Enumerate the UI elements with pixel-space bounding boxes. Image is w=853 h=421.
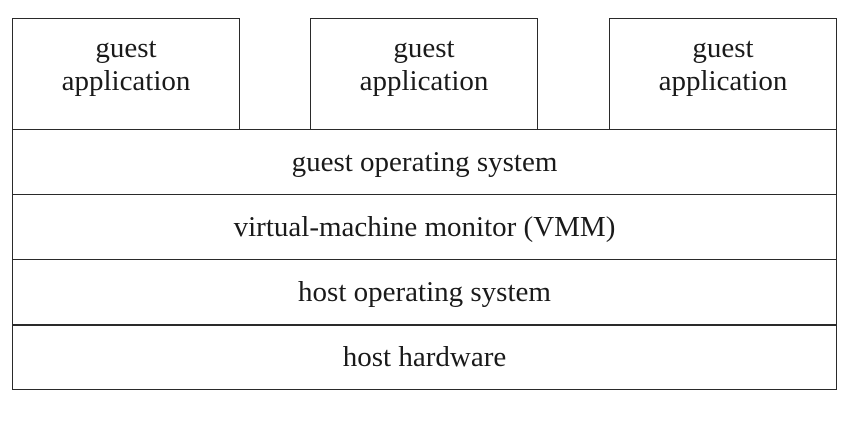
guest-application-label-line1: guest [95, 32, 157, 64]
host-hardware-label: host hardware [342, 341, 507, 373]
guest-operating-system-layer: guest operating system [12, 129, 837, 195]
vmm-label: virtual-machine monitor (VMM) [233, 210, 616, 243]
host-hardware-layer: host hardware [12, 324, 837, 390]
guest-application-label: guest application [62, 32, 191, 98]
guest-operating-system-label: guest operating system [291, 145, 558, 178]
guest-application-label: guest application [659, 32, 788, 98]
host-operating-system-label: host operating system [298, 275, 551, 308]
guest-application-box-3: guest application [609, 18, 837, 130]
guest-application-label-line2: application [61, 65, 191, 97]
guest-application-label-line1: guest [692, 32, 754, 64]
guest-application-label-line2: application [359, 65, 489, 97]
guest-application-label-line2: application [658, 65, 788, 97]
host-operating-system-layer: host operating system [12, 259, 837, 325]
guest-application-label-line1: guest [393, 32, 455, 64]
guest-application-box-1: guest application [12, 18, 240, 130]
guest-application-box-2: guest application [310, 18, 538, 130]
vmm-layer: virtual-machine monitor (VMM) [12, 194, 837, 260]
guest-application-label: guest application [360, 32, 489, 98]
